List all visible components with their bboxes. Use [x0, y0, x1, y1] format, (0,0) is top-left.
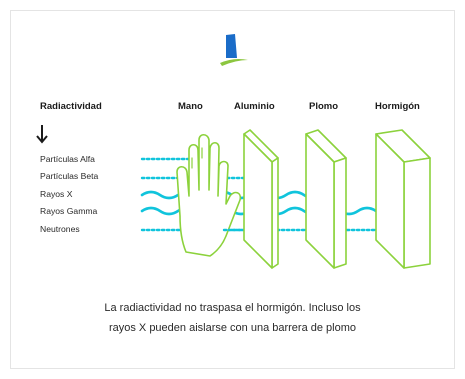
label-alpha: Partículas Alfa: [40, 154, 95, 164]
caption-line-2: rayos X pueden aislarse con una barrera …: [108, 322, 357, 334]
concrete-barrier: [375, 129, 431, 269]
header-concrete: Hormigón: [375, 101, 420, 112]
aluminum-barrier: [243, 129, 279, 269]
header-lead: Plomo: [309, 101, 339, 112]
label-xray: Rayos X: [40, 189, 73, 199]
hand-icon: [176, 133, 242, 257]
label-neutron: Neutrones: [40, 224, 80, 234]
header-hand: Mano: [178, 101, 203, 112]
header-aluminum: Aluminio: [234, 101, 275, 112]
caption: La radiactividad no traspasa el hormigón…: [30, 298, 435, 338]
logo-icon: [220, 34, 248, 66]
lead-barrier: [305, 129, 347, 269]
label-beta: Partículas Beta: [40, 171, 99, 181]
down-arrow-icon: [36, 125, 48, 144]
header-radiation: Radiactividad: [40, 101, 102, 112]
label-gamma: Rayos Gamma: [40, 206, 98, 216]
caption-line-1: La radiactividad no traspasa el hormigón…: [104, 302, 361, 314]
